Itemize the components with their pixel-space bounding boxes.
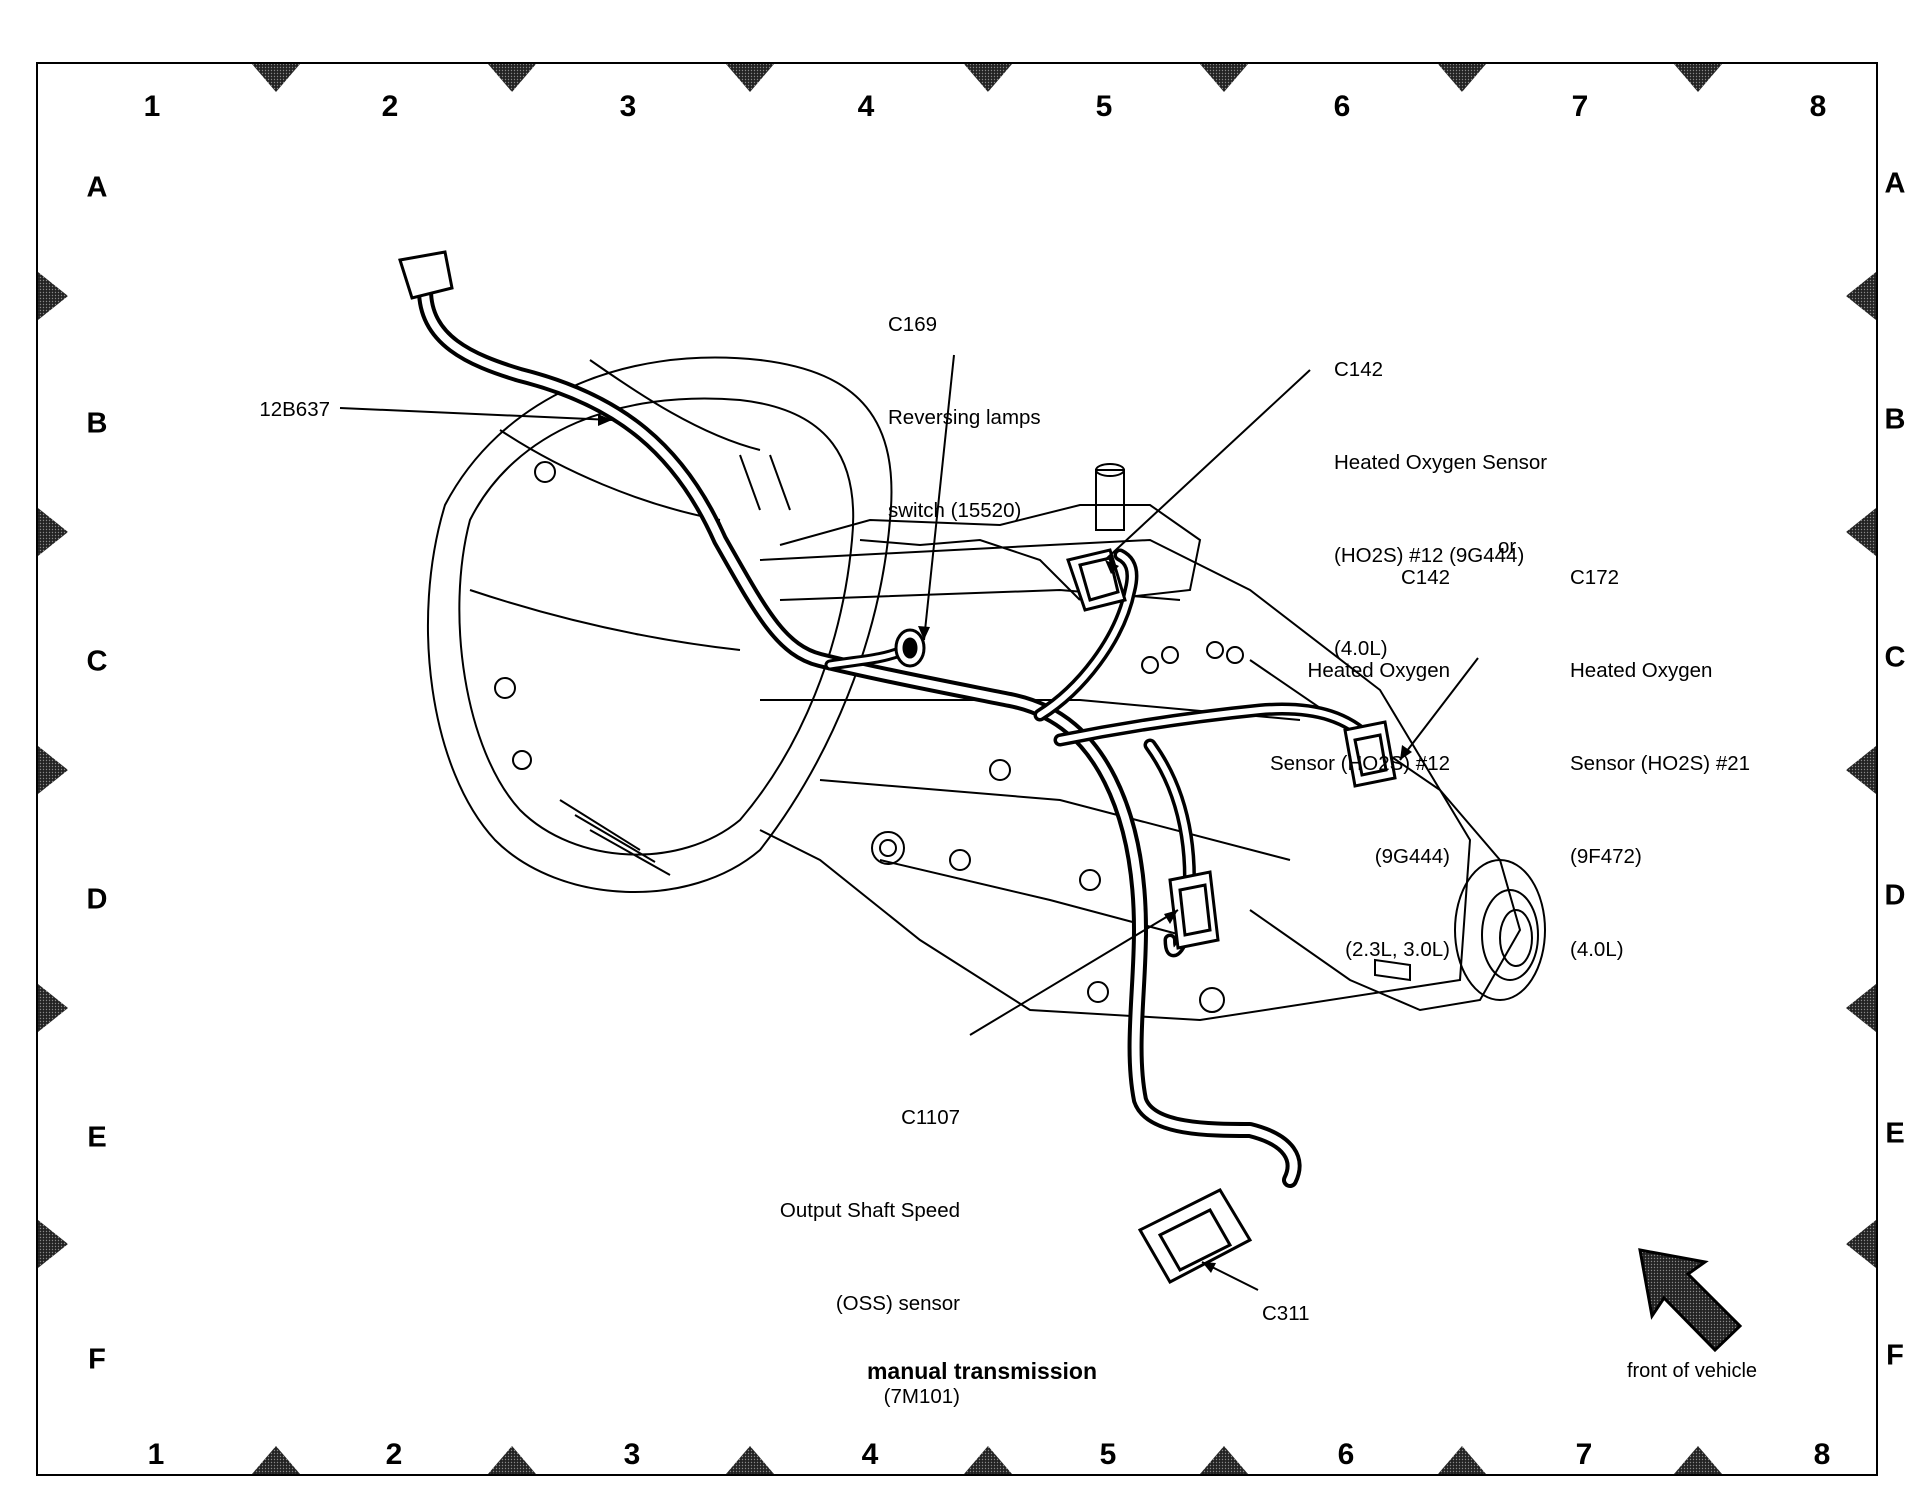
- grid-row-left-F: F: [88, 1343, 106, 1376]
- label-c169-line-1: C169: [888, 313, 938, 336]
- label-c142-top-line-3: (HO2S) #12 (9G444): [1334, 544, 1525, 567]
- grid-col-top-4: 4: [857, 90, 875, 123]
- diagram-frame: [36, 62, 1878, 1476]
- label-c1107-line-1: C1107: [901, 1106, 960, 1129]
- front-of-vehicle-label: front of vehicle: [1626, 1360, 1758, 1382]
- grid-col-top-1: 1: [143, 90, 161, 123]
- grid-col-top-2: 2: [381, 90, 399, 123]
- label-c169-line-3: switch (15520): [888, 499, 1022, 522]
- grid-col-top-8: 8: [1809, 90, 1827, 123]
- connector-c-top-end: [398, 250, 454, 300]
- connector-c142-c172: [1343, 720, 1397, 788]
- transmission-illustration: [427, 356, 1546, 1022]
- label-c142-top-line-4: (4.0L): [1334, 637, 1388, 660]
- grid-col-bottom-8: 8: [1813, 1438, 1831, 1471]
- label-c142-mid-line-1: C142: [1400, 566, 1450, 589]
- label-c1107-line-2: Output Shaft Speed: [779, 1199, 960, 1222]
- grid-row-right-A: A: [1884, 167, 1906, 200]
- leader-arrowheads: [598, 414, 1412, 1273]
- connector-c1107: [1168, 870, 1220, 950]
- grid-row-right-D: D: [1884, 879, 1906, 912]
- grid-col-bottom-3: 3: [623, 1438, 641, 1471]
- diagram-caption: manual transmission: [866, 1358, 1098, 1384]
- connector-c169: [894, 628, 926, 668]
- label-c1107-line-3: (OSS) sensor: [835, 1292, 960, 1315]
- grid-row-left-A: A: [86, 171, 108, 204]
- label-c172-line-1: C172: [1570, 566, 1620, 589]
- grid-ticks-left: [38, 272, 68, 1268]
- front-of-vehicle-arrow: [1638, 1248, 1743, 1353]
- grid-ticks-right: [1846, 272, 1876, 1268]
- grid-col-bottom-5: 5: [1099, 1438, 1117, 1471]
- label-c169-line-2: Reversing lamps: [888, 406, 1041, 429]
- connector-c311: [1137, 1188, 1253, 1284]
- label-c169: C169 Reversing lamps switch (15520): [888, 247, 1041, 588]
- label-c172: C172 Heated Oxygen Sensor (HO2S) #21 (9F…: [1570, 500, 1750, 1027]
- wiring-harness-12B637: [417, 282, 1377, 1188]
- grid-row-left-C: C: [86, 645, 108, 678]
- grid-row-right-F: F: [1886, 1339, 1904, 1372]
- grid-row-right-E: E: [1885, 1117, 1905, 1150]
- grid-col-bottom-6: 6: [1337, 1438, 1355, 1471]
- label-c142-mid: C142 Heated Oxygen Sensor (HO2S) #12 (9G…: [1230, 500, 1450, 1027]
- label-c142-mid-line-3: Sensor (HO2S) #12: [1269, 752, 1450, 775]
- label-c172-line-2: Heated Oxygen: [1570, 659, 1713, 682]
- label-c142-top: C142 Heated Oxygen Sensor (HO2S) #12 (9G…: [1334, 292, 1547, 726]
- label-c1107-line-4: (7M101): [883, 1385, 960, 1408]
- grid-col-bottom-4: 4: [861, 1438, 879, 1471]
- label-c1107: C1107 Output Shaft Speed (OSS) sensor (7…: [740, 1040, 960, 1474]
- label-c172-line-4: (9F472): [1570, 845, 1642, 868]
- label-or: or: [1498, 535, 1517, 558]
- grid-col-bottom-1: 1: [147, 1438, 165, 1471]
- label-c142-mid-line-2: Heated Oxygen: [1307, 659, 1450, 682]
- grid-col-top-3: 3: [619, 90, 637, 123]
- grid-col-top-6: 6: [1333, 90, 1351, 123]
- grid-ticks-bottom: [252, 1446, 1722, 1474]
- label-c172-line-3: Sensor (HO2S) #21: [1570, 752, 1751, 775]
- grid-row-right-B: B: [1884, 403, 1906, 436]
- label-c142-top-line-2: Heated Oxygen Sensor: [1334, 451, 1548, 474]
- label-c142-top-line-1: C142: [1334, 358, 1384, 381]
- grid-col-bottom-2: 2: [385, 1438, 403, 1471]
- grid-col-top-5: 5: [1095, 90, 1113, 123]
- label-c142-mid-line-5: (2.3L, 3.0L): [1345, 938, 1450, 961]
- label-c142-mid-line-4: (9G444): [1374, 845, 1450, 868]
- leader-lines: [339, 354, 1479, 1291]
- label-c311: C311: [1262, 1302, 1310, 1325]
- grid-row-right-C: C: [1884, 641, 1906, 674]
- grid-row-left-D: D: [86, 883, 108, 916]
- label-12b637: 12B637: [259, 398, 330, 421]
- grid-ticks-top: [252, 64, 1722, 92]
- grid-col-top-7: 7: [1571, 90, 1589, 123]
- grid-row-left-E: E: [87, 1121, 107, 1154]
- label-c172-line-5: (4.0L): [1570, 938, 1624, 961]
- grid-col-bottom-7: 7: [1575, 1438, 1593, 1471]
- grid-row-left-B: B: [86, 407, 108, 440]
